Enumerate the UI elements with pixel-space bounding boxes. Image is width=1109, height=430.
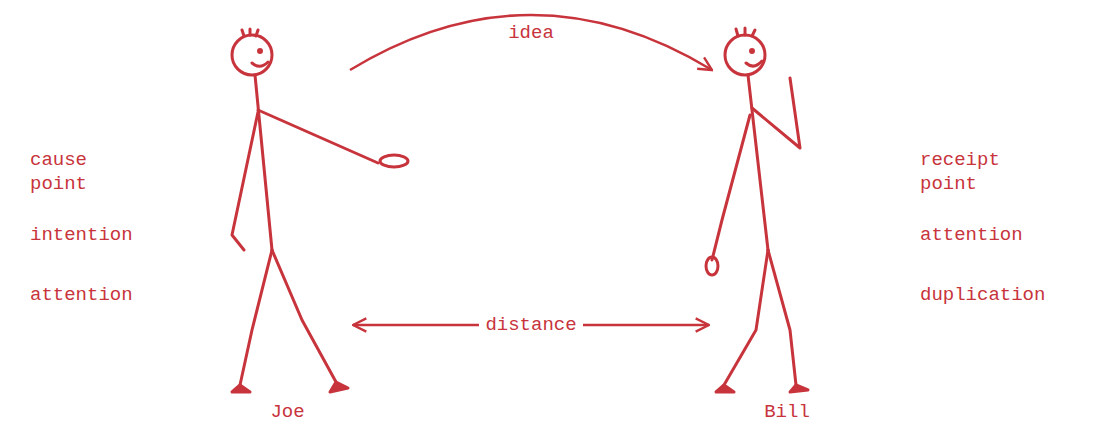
arrow-connector [350,15,712,70]
person-figure: Joe [225,25,350,423]
person-name: Joe [270,401,304,423]
side-label: intention [30,223,190,247]
joe-figure [232,29,408,392]
person-name: Bill [764,401,810,423]
edge-label: distance [479,314,582,336]
side-label: duplication [920,283,1090,307]
bill-figure [706,28,808,392]
person-figure: Bill [712,25,862,423]
side-label: attention [920,223,1090,247]
edge-label: idea [502,22,560,44]
side-label: receipt point [920,148,1015,196]
side-label: attention [30,283,190,307]
side-label: cause point [30,148,110,196]
